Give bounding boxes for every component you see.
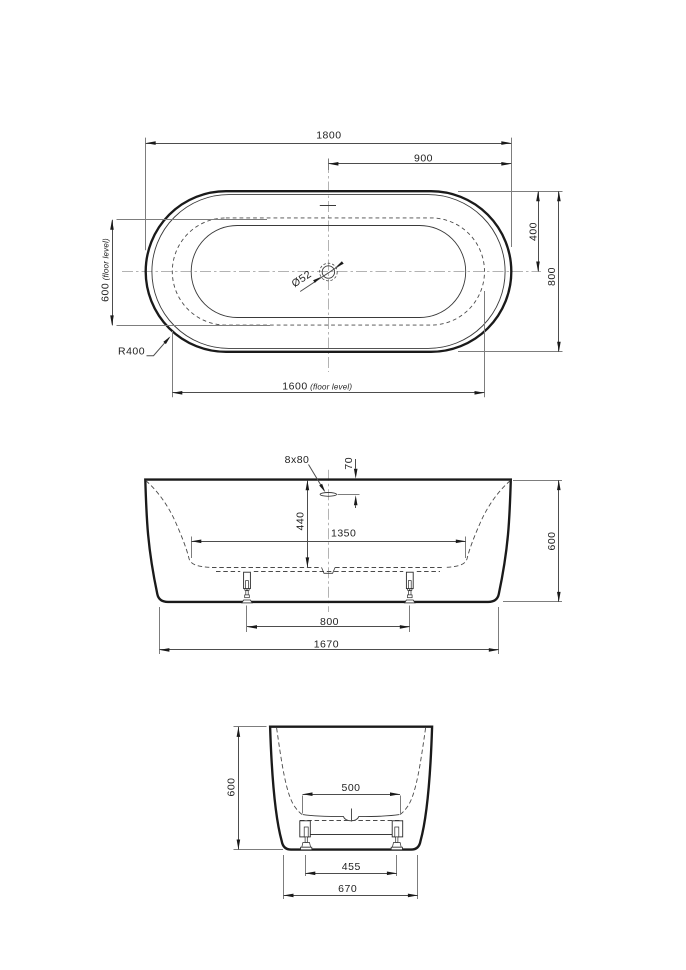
svg-text:455: 455 xyxy=(342,861,361,873)
svg-text:800: 800 xyxy=(320,616,339,628)
svg-text:70: 70 xyxy=(343,457,355,470)
svg-text:8x80: 8x80 xyxy=(285,454,310,466)
svg-text:1670: 1670 xyxy=(314,639,339,651)
svg-text:600: 600 xyxy=(546,531,558,550)
svg-text:500: 500 xyxy=(341,782,360,794)
svg-text:800: 800 xyxy=(546,267,558,286)
svg-text:R400: R400 xyxy=(118,346,145,358)
svg-text:670: 670 xyxy=(338,883,357,895)
svg-text:900: 900 xyxy=(414,153,433,165)
svg-text:1350: 1350 xyxy=(331,528,356,540)
svg-text:440: 440 xyxy=(295,511,307,530)
svg-text:1600 (floor level): 1600 (floor level) xyxy=(282,380,352,392)
svg-text:1800: 1800 xyxy=(316,130,341,142)
svg-text:600 (floor level): 600 (floor level) xyxy=(99,238,111,302)
svg-text:400: 400 xyxy=(527,222,539,241)
svg-text:600: 600 xyxy=(226,777,238,796)
